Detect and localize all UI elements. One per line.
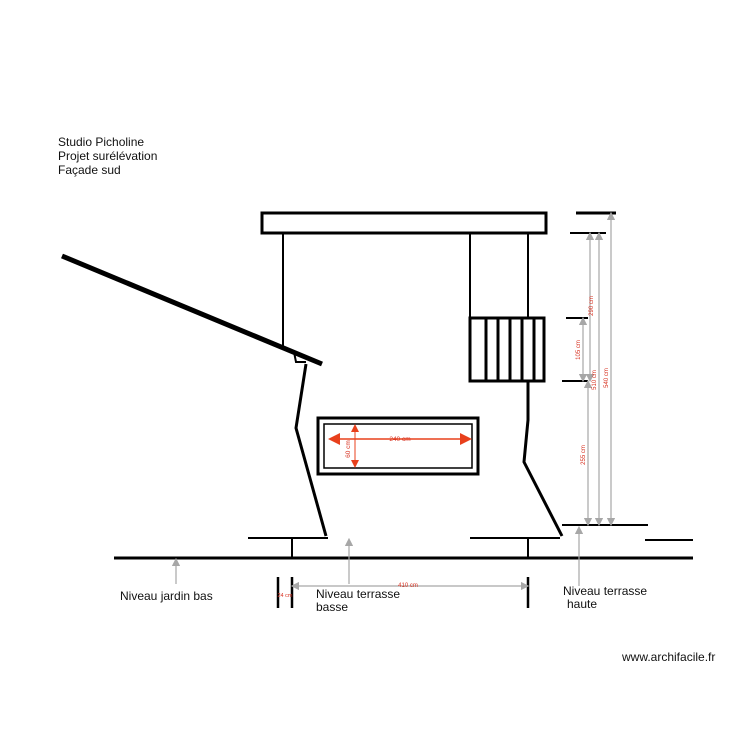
- project-name: Projet surélévation: [58, 149, 158, 163]
- label-terrasse-haute: Niveau terrasse haute: [563, 585, 647, 611]
- label-jardin-bas: Niveau jardin bas: [120, 589, 213, 603]
- roof-slab: [260, 211, 548, 235]
- label-ground-width: 410 cm: [398, 583, 418, 589]
- right-lower-wall: [522, 381, 564, 537]
- label-step: 24 cm: [278, 593, 293, 599]
- studio-name: Studio Picholine: [58, 135, 145, 149]
- label-terrasse-basse-line2: basse: [316, 600, 349, 614]
- window-width-label: 240 cm: [389, 436, 410, 443]
- label-railing-top: 290 cm: [589, 296, 595, 316]
- label-upper-total: 510 cm: [592, 370, 598, 390]
- window: [316, 416, 480, 476]
- left-lower-wall: [294, 363, 328, 537]
- roof-bracket: [293, 351, 306, 363]
- facade-name: Façade sud: [58, 163, 121, 177]
- label-terrasse-basse: Niveau terrasse basse: [316, 588, 400, 614]
- label-total-height: 540 cm: [604, 368, 610, 388]
- balcony-railing: [468, 316, 546, 383]
- label-railing-height: 105 cm: [576, 340, 582, 360]
- credit-link[interactable]: www.archifacile.fr: [622, 650, 716, 664]
- neighbour-roof: [61, 253, 323, 367]
- label-terrasse-basse-line1: Niveau terrasse: [316, 587, 401, 601]
- window-height-label: 60 cm: [345, 440, 352, 458]
- label-lower-height: 255 cm: [581, 445, 587, 465]
- drawing-title-block: Studio Picholine Projet surélévation Faç…: [58, 135, 157, 177]
- label-terrasse-haute-line2: haute: [567, 597, 598, 611]
- label-terrasse-haute-line1: Niveau terrasse: [563, 584, 648, 598]
